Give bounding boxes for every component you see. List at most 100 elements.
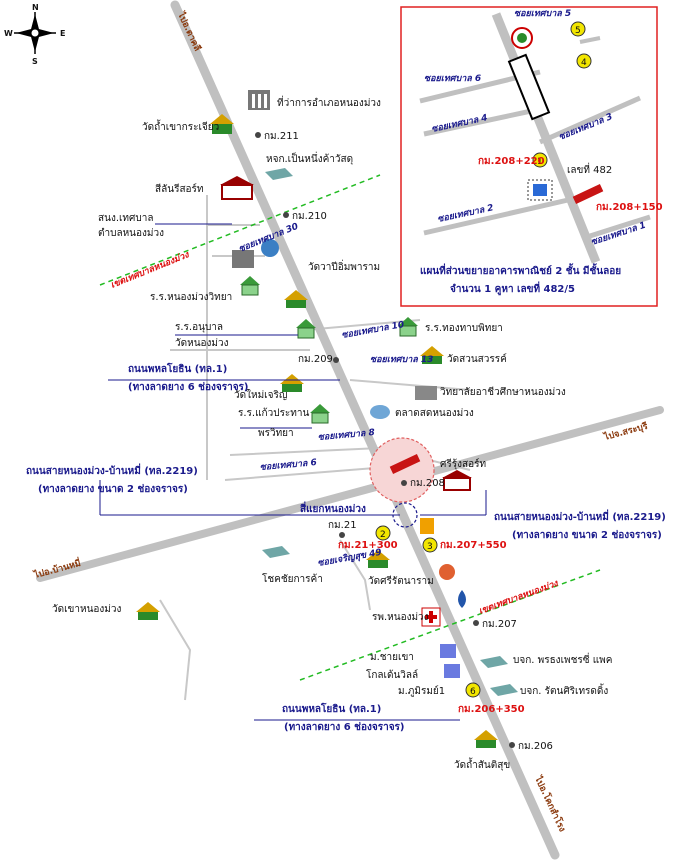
label-silanee: สีลันรีสอร์ท	[155, 183, 204, 195]
label-phahon-a: ถนนพหลโยธิน (ทล.1)	[128, 362, 227, 375]
label-wat-mai: วัดใหม่เจริญ	[234, 389, 287, 401]
warehouse-icon	[265, 168, 293, 180]
temple-icon	[136, 602, 160, 620]
school-icon	[310, 404, 330, 424]
label-hospital: รพ.หนองม่วง	[372, 612, 429, 623]
milestone-icons	[255, 132, 515, 748]
label-kinder-1: ร.ร.อนุบาล	[175, 322, 223, 333]
inset-km208-220: กม.208+220	[478, 156, 545, 167]
label-km21: กม.21	[328, 520, 357, 531]
label-kaew-2: พรวิทยา	[258, 428, 294, 439]
label-km211: กม.211	[264, 131, 299, 142]
building-icons	[136, 90, 518, 748]
resort-icon	[220, 176, 254, 200]
market-icon	[370, 405, 390, 419]
inset-caption-1: แผนที่ส่วนขยายอาคารพาณิชย์ 2 ชั้น มีชั้น…	[420, 263, 621, 277]
label-wat-suan: วัดสวนสวรรค์	[447, 353, 507, 365]
label-km21-300: กม.21+300	[338, 540, 398, 551]
temple-icon	[284, 290, 308, 308]
label-soi6: ซอยเทศบาล 6	[259, 458, 317, 473]
inset-shophouse-row-icon	[507, 53, 551, 121]
school-icon	[240, 276, 260, 296]
label-km206: กม.206	[518, 741, 553, 752]
label-m-phumirom: ม.ภูมิรมย์1	[398, 685, 445, 697]
inset-marker-4: 4	[581, 58, 587, 68]
label-phahon-a-sub: (ทางลาดยาง 6 ช่องจราจร)	[128, 381, 249, 393]
label-school-nongmuang: ร.ร.หนองม่วงวิทยา	[150, 292, 232, 303]
label-m-chai: ม.ชายเขา	[370, 652, 414, 663]
property-marker	[389, 454, 421, 474]
label-snk-2: ตำบลหนองม่วง	[98, 228, 164, 239]
km-markers: 2 3 6	[375, 525, 481, 698]
label-2219-right-sub: (ทางลาดยาง ขนาด 2 ช่องจราจร)	[512, 529, 662, 541]
label-college: วิทยาลัยอาชีวศึกษาหนองม่วง	[440, 386, 566, 398]
temple-icon	[366, 550, 390, 568]
inset-marker-5: 5	[575, 26, 581, 36]
label-wat-khao-krachiao: วัดถ้ำเขากระเจียว	[142, 119, 219, 133]
label-kaew-1: ร.ร.แก้วประทาน	[238, 407, 310, 419]
compass-s: S	[32, 57, 38, 66]
main-roads	[36, 0, 664, 860]
label-hjk: หจก.เป็นหนึ่งค้าวัสดุ	[266, 151, 353, 165]
inset-logo-icon	[511, 27, 533, 49]
label-phahon-b-sub: (ทางลาดยาง 6 ช่องจราจร)	[284, 721, 405, 733]
inset-marker-1: 1	[537, 157, 543, 167]
label-district-office: ที่ว่าการอำเภอหนองม่วง	[277, 95, 381, 109]
compass-e: E	[60, 29, 65, 38]
government-building-icon	[248, 90, 270, 110]
inset-km208-150: กม.208+150	[596, 202, 663, 213]
label-soi8: ซอยเทศบาล 8	[317, 428, 375, 443]
marker-3: 3	[427, 542, 433, 552]
label-km208: กม.208	[410, 478, 445, 489]
label-wat-sri: วัดศรีรัตนาราม	[368, 575, 434, 587]
shop-icon	[420, 518, 434, 534]
school-icon	[398, 317, 418, 337]
local-roads	[159, 195, 471, 701]
label-2219-left-sub: (ทางลาดยาง ขนาด 2 ช่องจราจร)	[38, 483, 188, 495]
label-2219-right: ถนนสายหนองม่วง-บ้านหมี่ (ทล.2219)	[494, 509, 666, 523]
temple-icon	[420, 346, 444, 364]
label-market: ตลาดสดหนองม่วง	[395, 408, 474, 419]
school-icon	[296, 319, 316, 339]
label-kinder-2: วัดหนองม่วง	[175, 338, 229, 349]
inset-roads	[419, 12, 651, 264]
warehouse-icon	[480, 656, 508, 668]
inset-caption-2: จำนวน 1 คูหา เลขที่ 482/5	[450, 281, 575, 296]
government-building-icon	[232, 250, 254, 268]
hospital-icon	[421, 607, 441, 627]
college-icon	[415, 386, 437, 400]
label-soi13: ซอยเทศบาล 13	[370, 355, 433, 365]
inset-soi5: ซอยเทศบาล 5	[514, 9, 571, 19]
village-icon	[440, 644, 456, 658]
village-icon	[444, 664, 460, 678]
label-km209: กม.209	[298, 354, 333, 365]
label-snk-1: สนง.เทศบาล	[98, 213, 153, 224]
focus-circle	[369, 437, 435, 503]
marker-2: 2	[380, 530, 386, 540]
label-junction: สี่แยกหนองม่วง	[300, 501, 366, 515]
label-wat-khao-nongmuang: วัดเขาหนองม่วง	[52, 604, 122, 615]
warehouse-icon	[262, 546, 290, 558]
inset-bank-icon	[527, 179, 553, 201]
warehouse-icon	[490, 684, 518, 696]
label-phahon-b: ถนนพหลโยธิน (ทล.1)	[282, 702, 381, 715]
fuel-station-icon	[458, 590, 466, 608]
inset-property-marker	[572, 184, 604, 204]
label-km210: กม.210	[292, 211, 327, 222]
temple-icon	[280, 374, 304, 392]
compass-w: W	[4, 29, 13, 38]
label-wat-wang: วัดวาปีอิ่มพาราม	[308, 259, 380, 273]
label-srirung: ศรีรุ้งสอร์ท	[440, 458, 486, 470]
label-bjk-porn: บจก. พรธงเพชรซี่ แพค	[513, 652, 612, 666]
label-boundary-2: เขตเทศบาลหนองม่วง	[477, 577, 561, 616]
pointer-lines	[99, 223, 487, 721]
inset-lot: เลขที่ 482	[567, 162, 612, 176]
compass-icon: N S E W	[4, 3, 65, 66]
fuel-station-icon	[439, 564, 455, 580]
label-wat-santisuk: วัดถ้ำสันติสุข	[454, 757, 510, 771]
resort-icon	[442, 470, 472, 491]
map-labels: ที่ว่าการอำเภอหนองม่วง วัดถ้ำเขากระเจียว…	[26, 95, 666, 771]
marker-6: 6	[470, 687, 476, 697]
label-km207-550: กม.207+550	[440, 540, 507, 551]
inset-map: 5 4 1 ซอยเทศบาล 5 ซอยเทศบาล 6 ซอยเทศบาล …	[400, 6, 663, 307]
